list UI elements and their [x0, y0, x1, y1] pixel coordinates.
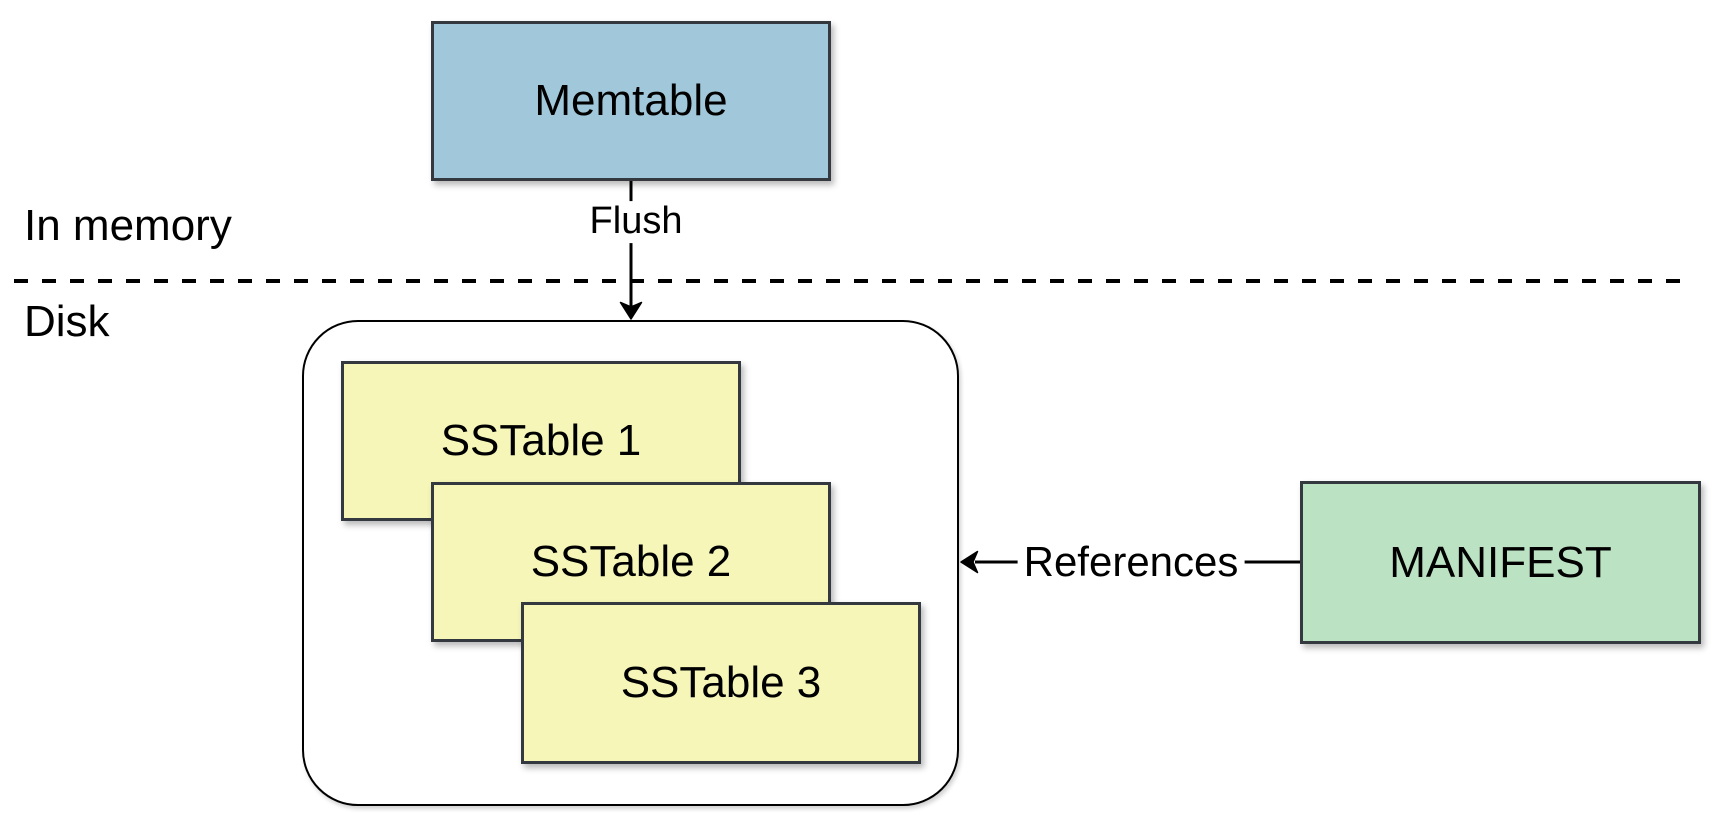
manifest-node: MANIFEST: [1300, 481, 1701, 644]
references-edge-label: References: [1017, 538, 1245, 586]
sstable-1-label: SSTable 1: [440, 416, 642, 465]
flush-edge-label: Flush: [583, 200, 689, 243]
flush-arrowhead-icon: [619, 301, 643, 320]
sstable-2-label: SSTable 2: [530, 537, 732, 586]
disk-zone-label: Disk: [24, 297, 110, 346]
in-memory-zone-label: In memory: [24, 201, 232, 250]
references-arrowhead-icon: [960, 550, 979, 574]
memtable-label: Memtable: [534, 76, 728, 125]
sstable-3-node: SSTable 3: [521, 602, 921, 764]
memtable-node: Memtable: [431, 21, 831, 181]
sstable-3-label: SSTable 3: [620, 658, 822, 707]
manifest-label: MANIFEST: [1389, 537, 1612, 587]
